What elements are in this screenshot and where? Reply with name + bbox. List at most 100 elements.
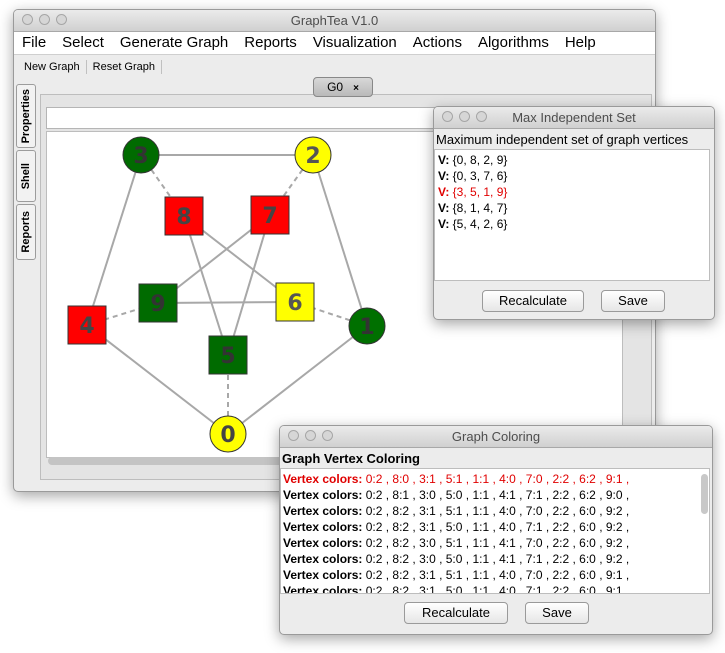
vertex-shape[interactable]	[164, 196, 204, 236]
menu-generate-graph[interactable]: Generate Graph	[119, 34, 229, 51]
list-item[interactable]: Vertex colors: 0:2 , 8:2 , 3:0 , 5:0 , 1…	[283, 551, 707, 567]
zoom-window-button[interactable]	[56, 14, 67, 25]
graph-vertex[interactable]: 2	[294, 136, 332, 174]
list-item[interactable]: Vertex colors: 0:2 , 8:2 , 3:1 , 5:0 , 1…	[283, 583, 707, 593]
coloring-values: 0:2 , 8:0 , 3:1 , 5:1 , 1:1 , 4:0 , 7:0 …	[362, 472, 630, 486]
menu-bar: File Select Generate Graph Reports Visua…	[14, 32, 655, 55]
vertex-label: 3	[133, 144, 148, 169]
graph-edge[interactable]	[157, 301, 296, 304]
list-item[interactable]: V: {0, 8, 2, 9}	[438, 152, 706, 168]
graph-vertex[interactable]: 8	[164, 196, 204, 236]
coloring-values: 0:2 , 8:2 , 3:1 , 5:1 , 1:1 , 4:0 , 7:0 …	[362, 504, 630, 518]
vertex-label: 7	[262, 204, 277, 229]
menu-select[interactable]: Select	[62, 34, 104, 51]
menu-help[interactable]: Help	[564, 34, 596, 51]
graph-edge[interactable]	[227, 214, 271, 356]
set-prefix: V:	[438, 185, 450, 199]
vertex-set: {0, 8, 2, 9}	[449, 153, 508, 167]
minimize-window-button[interactable]	[39, 14, 50, 25]
graph-edge[interactable]	[312, 154, 368, 327]
mis-window-controls	[442, 111, 487, 122]
graph-edge[interactable]	[227, 325, 368, 435]
coloring-close-button[interactable]	[288, 430, 299, 441]
graph-drawing[interactable]: 0 1 2 3 4 56 7 8 9	[47, 132, 622, 457]
menu-file[interactable]: File	[22, 34, 47, 51]
graph-vertex[interactable]: 4	[67, 305, 107, 345]
window-controls	[22, 14, 67, 25]
menu-actions[interactable]: Actions	[412, 34, 462, 51]
list-item[interactable]: V: {3, 5, 1, 9}	[438, 184, 706, 200]
coloring-minimize-button[interactable]	[305, 430, 316, 441]
graph-vertex[interactable]: 1	[348, 307, 386, 345]
close-tab-icon[interactable]: ×	[353, 83, 359, 94]
graph-edge[interactable]	[183, 215, 229, 356]
coloring-values: 0:2 , 8:2 , 3:1 , 5:1 , 1:1 , 4:0 , 7:0 …	[362, 568, 630, 582]
graph-edge[interactable]	[86, 324, 229, 435]
mis-result-list[interactable]: V: {0, 8, 2, 9}V: {0, 3, 7, 6}V: {3, 5, …	[434, 149, 710, 281]
mis-save-button[interactable]: Save	[601, 290, 665, 312]
mis-titlebar[interactable]: Max Independent Set	[434, 107, 714, 129]
graph-vertex[interactable]: 9	[138, 283, 178, 323]
vertex-shape[interactable]	[138, 283, 178, 323]
tab-properties-label: Properties	[20, 88, 32, 144]
main-titlebar[interactable]: GraphTea V1.0	[14, 10, 655, 32]
vertex-label: 0	[220, 423, 235, 448]
vertex-shape[interactable]	[209, 415, 247, 453]
list-item[interactable]: Vertex colors: 0:2 , 8:2 , 3:1 , 5:1 , 1…	[283, 567, 707, 583]
coloring-prefix: Vertex colors:	[283, 472, 363, 486]
reset-graph-button[interactable]: Reset Graph	[87, 60, 163, 74]
menu-reports[interactable]: Reports	[244, 34, 297, 51]
tab-properties[interactable]: Properties	[16, 84, 36, 148]
vertex-shape[interactable]	[348, 307, 386, 345]
tab-g0[interactable]: G0×	[313, 77, 373, 97]
tab-reports[interactable]: Reports	[16, 204, 36, 260]
graph-vertex[interactable]: 7	[250, 195, 290, 235]
list-item[interactable]: V: {8, 1, 4, 7}	[438, 200, 706, 216]
vertex-shape[interactable]	[122, 136, 160, 174]
tab-reports-label: Reports	[20, 211, 32, 253]
coloring-scrollbar[interactable]	[701, 474, 708, 514]
mis-recalculate-button[interactable]: Recalculate	[482, 290, 584, 312]
vertex-label: 8	[176, 205, 191, 230]
graph-vertex[interactable]: 5	[208, 335, 248, 375]
coloring-recalculate-button[interactable]: Recalculate	[404, 602, 508, 624]
vertex-shape[interactable]	[275, 282, 315, 322]
coloring-prefix: Vertex colors:	[283, 504, 363, 518]
graph-edge[interactable]	[86, 154, 142, 326]
tab-shell-label: Shell	[20, 162, 32, 190]
close-window-button[interactable]	[22, 14, 33, 25]
mis-close-button[interactable]	[442, 111, 453, 122]
graph-vertex[interactable]: 6	[275, 282, 315, 322]
vertex-set: {0, 3, 7, 6}	[449, 169, 508, 183]
vertex-shape[interactable]	[67, 305, 107, 345]
coloring-zoom-button[interactable]	[322, 430, 333, 441]
menu-visualization[interactable]: Visualization	[312, 34, 397, 51]
vertex-set: {5, 4, 2, 6}	[449, 217, 508, 231]
window-title: GraphTea V1.0	[290, 13, 379, 28]
coloring-values: 0:2 , 8:2 , 3:1 , 5:0 , 1:1 , 4:0 , 7:1 …	[362, 520, 630, 534]
vertex-set: {3, 5, 1, 9}	[449, 185, 508, 199]
vertex-shape[interactable]	[294, 136, 332, 174]
menu-algorithms[interactable]: Algorithms	[477, 34, 549, 51]
list-item[interactable]: Vertex colors: 0:2 , 8:0 , 3:1 , 5:1 , 1…	[283, 471, 707, 487]
new-graph-button[interactable]: New Graph	[18, 60, 87, 74]
list-item[interactable]: Vertex colors: 0:2 , 8:2 , 3:0 , 5:1 , 1…	[283, 535, 707, 551]
coloring-result-list[interactable]: Vertex colors: 0:2 , 8:0 , 3:1 , 5:1 , 1…	[280, 468, 710, 594]
mis-subtitle: Maximum independent set of graph vertice…	[436, 132, 689, 147]
coloring-save-button[interactable]: Save	[525, 602, 589, 624]
coloring-values: 0:2 , 8:2 , 3:0 , 5:0 , 1:1 , 4:1 , 7:1 …	[362, 552, 630, 566]
vertex-label: 9	[150, 292, 165, 317]
graph-vertex[interactable]: 0	[209, 415, 247, 453]
coloring-titlebar[interactable]: Graph Coloring	[280, 426, 712, 448]
list-item[interactable]: V: {5, 4, 2, 6}	[438, 216, 706, 232]
vertex-shape[interactable]	[250, 195, 290, 235]
mis-zoom-button[interactable]	[476, 111, 487, 122]
vertex-shape[interactable]	[208, 335, 248, 375]
list-item[interactable]: Vertex colors: 0:2 , 8:2 , 3:1 , 5:0 , 1…	[283, 519, 707, 535]
graph-vertex[interactable]: 3	[122, 136, 160, 174]
list-item[interactable]: V: {0, 3, 7, 6}	[438, 168, 706, 184]
tab-shell[interactable]: Shell	[16, 150, 36, 202]
list-item[interactable]: Vertex colors: 0:2 , 8:1 , 3:0 , 5:0 , 1…	[283, 487, 707, 503]
list-item[interactable]: Vertex colors: 0:2 , 8:2 , 3:1 , 5:1 , 1…	[283, 503, 707, 519]
mis-minimize-button[interactable]	[459, 111, 470, 122]
